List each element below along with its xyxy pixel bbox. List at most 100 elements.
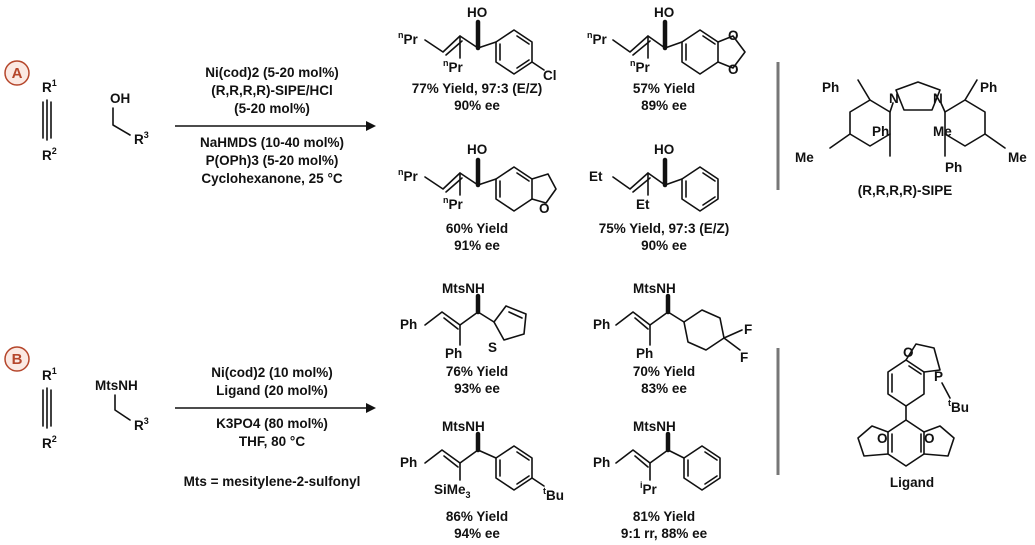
cond-b-line1: Ni(cod)2 (10 mol%) [211,365,333,380]
product-b2: Ph Ph MtsNH F F 70% Yield 83% ee [593,281,752,396]
mts-note: Mts = mesitylene-2-sulfonyl [184,474,361,489]
svg-text:Ph: Ph [872,124,889,139]
svg-text:Ph: Ph [400,317,417,332]
svg-text:nPr: nPr [398,30,419,47]
panel-a-tag: A [12,65,23,82]
svg-text:Ph: Ph [400,455,417,470]
svg-text:Ph: Ph [822,80,839,95]
svg-text:MtsNH: MtsNH [442,419,485,434]
svg-text:Me: Me [933,124,952,139]
svg-text:O: O [877,431,888,446]
svg-text:HO: HO [467,5,487,20]
product-b1-ee: 93% ee [454,381,500,396]
cond-b-line4: THF, 80 °C [239,434,305,449]
svg-text:Et: Et [636,197,650,212]
product-a4-yield: 75% Yield, 97:3 (E/Z) [599,221,730,236]
svg-text:tBu: tBu [543,486,564,503]
product-a3-ee: 91% ee [454,238,500,253]
svg-text:O: O [539,201,550,216]
svg-text:SiMe3: SiMe3 [434,482,471,500]
sipe-ligand-name: (R,R,R,R)-SIPE [858,183,953,198]
ligand-b-name: Ligand [890,475,934,490]
panel-b-tag: B [12,351,23,368]
svg-text:nPr: nPr [443,58,464,75]
product-a1-cl: Cl [543,68,557,83]
cond-b-line3: K3PO4 (80 mol%) [216,416,328,431]
svg-text:Me: Me [795,150,814,165]
alkyne-a-r1: R [42,80,52,95]
svg-text:nPr: nPr [630,58,651,75]
alcohol-oh-label: OH [110,91,130,106]
conditions-a: Ni(cod)2 (5-20 mol%) (R,R,R,R)-SIPE/HCl … [175,65,376,186]
product-b1: Ph Ph MtsNH S 76% Yield 93% ee [400,281,527,396]
svg-text:Ph: Ph [445,346,462,361]
product-b2-yield: 70% Yield [633,364,695,379]
alcohol-a: OH R3 [110,91,149,147]
svg-text:N: N [889,91,899,106]
panel-b-tag-circle [4,346,30,372]
svg-text:iPr: iPr [640,480,658,497]
svg-text:Et: Et [589,169,603,184]
svg-text:Ph: Ph [945,160,962,175]
svg-text:R1: R1 [42,366,57,383]
product-b3-ee: 94% ee [454,526,500,541]
alkyne-b: R1 R2 [42,366,57,451]
product-b3-yield: 86% Yield [446,509,508,524]
svg-text:O: O [924,431,935,446]
svg-text:tBu: tBu [948,398,969,415]
amine-b: MtsNH R3 [95,378,149,433]
panel-a: A R1 R2 OH R3 Ni(cod)2 (5-20 mol%) (R,R,… [4,5,1027,253]
cond-a-line6: Cyclohexanone, 25 °C [201,171,342,186]
product-b4: Ph iPr MtsNH 81% Yield 9:1 rr, 88% ee [593,419,721,541]
svg-text:MtsNH: MtsNH [442,281,485,296]
panel-a-tag-circle [4,60,30,86]
svg-text:Ph: Ph [593,317,610,332]
svg-text:Ph: Ph [980,80,997,95]
svg-text:N: N [933,91,943,106]
product-b4-ee: 9:1 rr, 88% ee [621,526,708,541]
alkyne-a: R1 R2 [42,78,57,163]
svg-text:P: P [934,369,943,384]
svg-text:S: S [488,340,497,355]
product-a2-ee: 89% ee [641,98,687,113]
svg-text:nPr: nPr [443,195,464,212]
svg-text:O: O [728,28,739,43]
cond-a-line4: NaHMDS (10-40 mol%) [200,135,344,150]
svg-text:Ph: Ph [636,346,653,361]
product-a4-ee: 90% ee [641,238,687,253]
svg-text:O: O [903,345,914,360]
panel-b: B R1 R2 MtsNH R3 Ni(cod)2 (10 mol%) Liga… [4,281,969,541]
svg-text:HO: HO [654,142,674,157]
svg-text:F: F [740,350,748,365]
svg-text:MtsNH: MtsNH [633,281,676,296]
product-a1-ee: 90% ee [454,98,500,113]
cond-a-line2: (R,R,R,R)-SIPE/HCl [211,83,333,98]
product-a3-yield: 60% Yield [446,221,508,236]
product-a1: nPr nPr HO Cl 77% Yield, 97:3 (E/Z) 90% … [398,5,557,113]
amine-label: MtsNH [95,378,138,393]
svg-text:Ph: Ph [593,455,610,470]
sipe-ligand-structure: N N Ph Ph Me Ph Me Ph Me (R,R,R,R)-SIPE [795,79,1027,198]
svg-text:Me: Me [1008,150,1027,165]
svg-text:R2: R2 [42,434,57,451]
svg-text:nPr: nPr [587,30,608,47]
svg-text:R2: R2 [42,146,57,163]
svg-text:R3: R3 [134,416,149,433]
cond-a-line1: Ni(cod)2 (5-20 mol%) [205,65,339,80]
conditions-b: Ni(cod)2 (10 mol%) Ligand (20 mol%) K3PO… [175,365,376,489]
svg-text:R3: R3 [134,130,149,147]
cond-a-line5: P(OPh)3 (5-20 mol%) [206,153,339,168]
product-b4-yield: 81% Yield [633,509,695,524]
product-b3: Ph SiMe3 MtsNH tBu 86% Yield 94% ee [400,419,564,541]
product-a4: Et Et HO 75% Yield, 97:3 (E/Z) 90% ee [589,142,729,253]
product-a1-yield: 77% Yield, 97:3 (E/Z) [412,81,543,96]
cond-a-line3: (5-20 mol%) [234,101,310,116]
product-b1-yield: 76% Yield [446,364,508,379]
svg-text:R1: R1 [42,78,57,95]
svg-text:F: F [744,322,752,337]
ligand-b-structure: O P tBu O O Ligand [857,343,969,490]
product-a2-yield: 57% Yield [633,81,695,96]
svg-text:HO: HO [654,5,674,20]
svg-text:MtsNH: MtsNH [633,419,676,434]
